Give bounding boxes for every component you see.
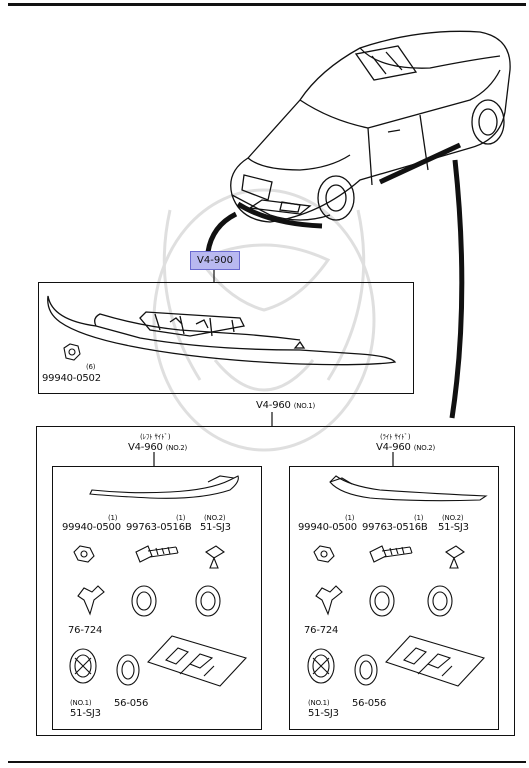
left-clip-part[interactable]: 51-SJ3 — [200, 522, 231, 533]
right-kit-part-qty: (NO.2) — [413, 444, 436, 452]
left-grommet-part[interactable]: 51-SJ3 — [70, 708, 101, 719]
right-bolt-qty: (1) — [414, 514, 424, 522]
left-nut-part[interactable]: 99940-0500 — [62, 522, 121, 533]
right-kit-part[interactable]: V4-960 (NO.2) — [376, 442, 435, 454]
right-nut-part[interactable]: 99940-0500 — [298, 522, 357, 533]
left-side-label: (ﾚﾌﾄ ｻｲﾄﾞ) — [140, 433, 171, 441]
left-nut-qty: (1) — [108, 514, 118, 522]
leader-side — [449, 159, 465, 419]
watermark-emblem — [152, 188, 376, 452]
right-kit-parts — [307, 475, 488, 687]
left-grommet-qty: (NO.1) — [70, 699, 92, 707]
front-spoiler-part — [47, 295, 397, 366]
leader-front — [205, 211, 238, 253]
car-illustration — [230, 30, 511, 223]
left-fastener-part[interactable]: 76-724 — [68, 625, 103, 636]
right-bolt-part[interactable]: 99763-0516B — [362, 522, 428, 533]
left-kit-part-qty: (NO.2) — [165, 444, 188, 452]
left-kit-part[interactable]: V4-960 (NO.2) — [128, 442, 187, 454]
left-bolt-qty: (1) — [176, 514, 186, 522]
spoiler-nut-part[interactable]: 99940-0502 — [42, 373, 101, 384]
left-kit-part-number: V4-960 — [128, 442, 163, 453]
top-rule — [8, 3, 526, 6]
callout-front-spoiler[interactable]: V4-900 — [190, 251, 240, 270]
nut-icon-spoiler — [63, 343, 81, 361]
air-dam-kit-qty: (NO.1) — [293, 402, 316, 410]
right-grommet-qty: (NO.1) — [308, 699, 330, 707]
right-clip-qty: (NO.2) — [442, 514, 464, 522]
spoiler-nut-qty: (6) — [86, 363, 96, 371]
left-bolt-part[interactable]: 99763-0516B — [126, 522, 192, 533]
right-washer-part[interactable]: 56-056 — [352, 698, 387, 709]
left-washer-part[interactable]: 56-056 — [114, 698, 149, 709]
right-fastener-part[interactable]: 76-724 — [304, 625, 339, 636]
kit-box — [36, 426, 515, 736]
left-clip-qty: (NO.2) — [204, 514, 226, 522]
right-nut-qty: (1) — [345, 514, 355, 522]
spoiler-box — [38, 282, 414, 394]
right-grommet-part[interactable]: 51-SJ3 — [308, 708, 339, 719]
bottom-rule — [8, 761, 526, 763]
right-clip-part[interactable]: 51-SJ3 — [438, 522, 469, 533]
right-kit-box — [289, 466, 499, 730]
air-dam-kit-part: V4-960 — [256, 400, 291, 411]
left-kit-box — [52, 466, 262, 730]
right-side-label: (ﾗｲﾄ ｻｲﾄﾞ) — [380, 433, 411, 441]
left-kit-parts — [69, 475, 248, 687]
right-kit-part-number: V4-960 — [376, 442, 411, 453]
callout-air-dam-kit[interactable]: V4-960 (NO.1) — [256, 400, 315, 412]
